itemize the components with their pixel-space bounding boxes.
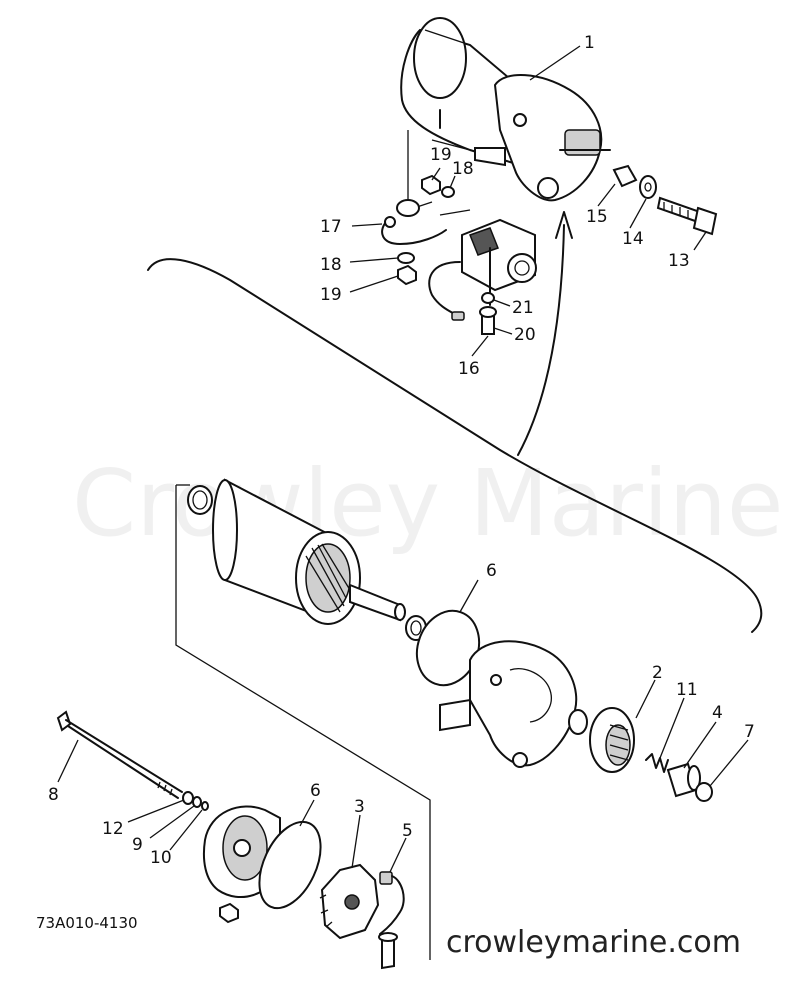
callout-9: 9 bbox=[132, 835, 143, 855]
callout-5: 5 bbox=[402, 821, 413, 841]
callout-12: 12 bbox=[102, 819, 124, 839]
callout-16: 16 bbox=[458, 359, 480, 379]
washer-18-top bbox=[441, 186, 455, 198]
callout-18-lower: 18 bbox=[320, 255, 342, 275]
pinion-drive-2 bbox=[589, 707, 635, 773]
bushing-15 bbox=[612, 164, 638, 188]
through-bolt-8 bbox=[56, 710, 183, 799]
callout-labels: 1 2 3 4 5 6 6 7 8 9 10 11 12 13 14 15 16… bbox=[48, 33, 755, 868]
terminal-cap bbox=[396, 199, 420, 217]
callout-10: 10 bbox=[150, 848, 172, 868]
nut-19-lower bbox=[397, 264, 417, 286]
callout-4: 4 bbox=[712, 703, 723, 723]
callout-3: 3 bbox=[354, 797, 365, 817]
brush-holder-3 bbox=[319, 863, 380, 940]
callout-6-upper: 6 bbox=[486, 561, 497, 581]
wire-17 bbox=[381, 221, 447, 245]
lock-washer-21 bbox=[481, 292, 495, 304]
footer-url: crowleymarine.com bbox=[446, 925, 741, 960]
bolt-13 bbox=[656, 196, 718, 236]
nut-19-top bbox=[421, 174, 441, 196]
callout-19-lower: 19 bbox=[320, 285, 342, 305]
diagram-code: 73A010-4130 bbox=[36, 914, 138, 932]
callout-15: 15 bbox=[586, 207, 608, 227]
spring-11 bbox=[645, 753, 669, 773]
alignment-guide-lines bbox=[175, 484, 431, 960]
callout-11: 11 bbox=[676, 680, 698, 700]
callout-17: 17 bbox=[320, 217, 342, 237]
callout-8: 8 bbox=[48, 785, 59, 805]
armature-yoke bbox=[212, 478, 406, 625]
callout-21: 21 bbox=[512, 298, 534, 318]
callout-19-top: 19 bbox=[430, 145, 452, 165]
leader-lines bbox=[57, 45, 749, 873]
washer-14 bbox=[639, 175, 657, 199]
gasket-6-lower bbox=[258, 820, 322, 910]
washer-9 bbox=[192, 796, 202, 808]
callout-13: 13 bbox=[668, 251, 690, 271]
assembly-separator-curve bbox=[147, 211, 763, 633]
washer-10 bbox=[201, 801, 209, 811]
callout-14: 14 bbox=[622, 229, 644, 249]
callout-18-top: 18 bbox=[452, 159, 474, 179]
callout-1: 1 bbox=[584, 33, 595, 53]
starter-motor-assembly bbox=[400, 17, 611, 202]
solenoid-16 bbox=[428, 218, 537, 321]
callout-2: 2 bbox=[652, 663, 663, 683]
front-housing bbox=[439, 640, 578, 768]
nut-cover bbox=[219, 902, 239, 924]
washer-12 bbox=[182, 791, 194, 805]
clip-7 bbox=[695, 782, 713, 802]
callout-6-lower: 6 bbox=[310, 781, 321, 801]
screw-lower bbox=[378, 932, 398, 970]
brush-5 bbox=[379, 871, 393, 885]
o-ring-left bbox=[187, 485, 213, 515]
o-ring-pinion bbox=[568, 709, 588, 735]
callout-20: 20 bbox=[514, 325, 536, 345]
callout-7: 7 bbox=[744, 722, 755, 742]
washer-18-lower bbox=[397, 252, 415, 264]
